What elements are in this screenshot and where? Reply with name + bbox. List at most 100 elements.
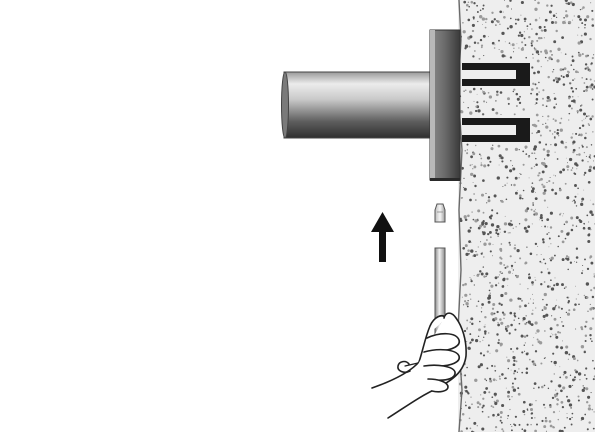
wall-speckle xyxy=(546,218,550,221)
wall-speckle xyxy=(522,317,526,321)
wall-speckle xyxy=(500,156,504,160)
wall-speckle xyxy=(515,105,518,107)
wall-speckle xyxy=(488,242,492,246)
wall-speckle xyxy=(535,307,537,309)
wall-speckle xyxy=(524,20,526,23)
wall-speckle xyxy=(489,292,491,294)
wall-speckle xyxy=(504,165,508,169)
wall-speckle xyxy=(565,10,568,13)
wall-speckle xyxy=(473,165,477,169)
wall-speckle xyxy=(487,232,490,236)
wall-speckle xyxy=(528,155,530,157)
wall-speckle xyxy=(463,329,467,333)
wall-speckle xyxy=(545,122,547,124)
wall-speckle xyxy=(499,378,501,380)
wall-speckle xyxy=(531,187,535,191)
wall-speckle xyxy=(509,0,512,2)
wall-speckle xyxy=(577,399,580,402)
wall-speckle xyxy=(570,228,574,232)
wall-speckle xyxy=(514,22,517,25)
wall-speckle xyxy=(532,362,536,366)
wall-speckle xyxy=(547,60,549,62)
wall-speckle xyxy=(480,87,483,90)
wall-speckle xyxy=(500,421,503,424)
wall-speckle xyxy=(523,31,526,33)
wall-speckle xyxy=(475,305,478,307)
wall-speckle xyxy=(536,254,538,256)
wall-speckle xyxy=(574,202,576,204)
wall-speckle xyxy=(554,21,558,24)
wall-speckle xyxy=(572,148,576,152)
wall-speckle xyxy=(537,1,540,5)
wall-speckle xyxy=(476,4,478,7)
wall-speckle xyxy=(570,407,572,409)
wall-speckle xyxy=(562,168,565,172)
wall-speckle xyxy=(461,413,465,416)
wall-speckle xyxy=(512,269,515,271)
wall-speckle xyxy=(504,0,505,1)
wall-speckle xyxy=(482,112,484,115)
wall-speckle xyxy=(574,184,577,187)
wall-speckle xyxy=(563,426,566,429)
wall-speckle xyxy=(536,338,539,341)
wall-speckle xyxy=(543,28,547,32)
wall-speckle xyxy=(539,260,542,263)
wall-speckle xyxy=(591,98,594,101)
wall-speckle xyxy=(537,245,539,247)
wall-speckle xyxy=(534,350,538,353)
wall-speckle xyxy=(574,303,577,306)
wall-speckle xyxy=(524,44,527,46)
wall-speckle xyxy=(567,268,569,271)
wall-speckle xyxy=(508,42,511,44)
wall-speckle xyxy=(591,9,594,12)
wall-speckle xyxy=(559,121,562,125)
wall-speckle xyxy=(535,163,538,166)
wall-speckle xyxy=(506,277,509,281)
wall-speckle xyxy=(494,425,498,429)
wall-speckle xyxy=(544,49,548,53)
wall-speckle xyxy=(509,56,513,59)
wall-speckle xyxy=(554,364,556,366)
wall-speckle xyxy=(581,197,585,201)
wall-speckle xyxy=(534,212,538,216)
wall-speckle xyxy=(566,412,568,415)
wall-speckle xyxy=(490,223,495,227)
wall-speckle xyxy=(541,104,545,107)
wall-speckle xyxy=(570,136,573,139)
wall-speckle xyxy=(575,328,577,330)
wall-speckle xyxy=(483,330,487,333)
wall-speckle xyxy=(538,91,540,93)
wall-speckle xyxy=(523,344,526,346)
wall-speckle xyxy=(555,12,557,15)
wall-speckle xyxy=(498,375,501,378)
wall-speckle xyxy=(557,245,559,248)
wall-speckle xyxy=(517,392,521,396)
wall-speckle xyxy=(539,37,542,40)
wall-speckle xyxy=(504,41,506,43)
wall-speckle xyxy=(585,117,587,119)
wall-speckle xyxy=(534,417,536,419)
wall-speckle xyxy=(553,426,555,429)
wall-speckle xyxy=(474,50,476,52)
wall-speckle xyxy=(476,424,479,427)
wall-speckle xyxy=(577,395,580,398)
wall-speckle xyxy=(534,279,537,281)
wall-speckle xyxy=(483,55,485,57)
wall-speckle xyxy=(508,241,511,244)
wall-speckle xyxy=(530,88,534,91)
wall-speckle xyxy=(500,50,504,54)
wall-speckle xyxy=(498,164,500,166)
wall-speckle xyxy=(565,286,567,288)
wall-speckle xyxy=(518,149,520,151)
wall-speckle xyxy=(543,25,546,29)
wall-speckle xyxy=(510,323,513,327)
wall-speckle xyxy=(494,276,498,280)
wall-speckle xyxy=(492,413,495,417)
wall-speckle xyxy=(476,274,480,277)
wall-speckle xyxy=(514,424,517,427)
wall-speckle xyxy=(566,165,570,169)
wall-speckle xyxy=(531,66,534,69)
wall-speckle xyxy=(517,297,520,300)
wall-speckle xyxy=(523,350,526,352)
wall-speckle xyxy=(542,89,545,92)
